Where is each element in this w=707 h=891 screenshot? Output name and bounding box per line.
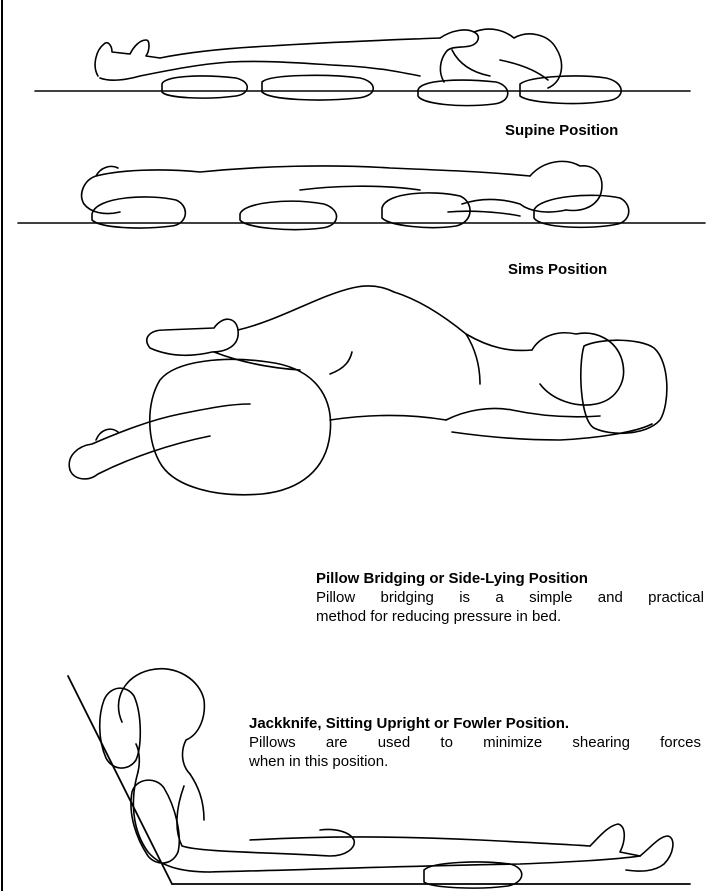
bridging-description-line-1: Pillow bridging is a simple and practica… (316, 588, 704, 607)
bridging-title: Pillow Bridging or Side-Lying Position (316, 569, 704, 588)
bridging-description-line-2: method for reducing pressure in bed. (316, 607, 704, 626)
supine-pillow-head (520, 76, 621, 103)
fowler-pillow-head (100, 688, 141, 768)
supine-caption: Supine Position (505, 121, 618, 140)
sims-illustration (18, 161, 705, 229)
fowler-title: Jackknife, Sitting Upright or Fowler Pos… (249, 714, 701, 733)
sims-pillow-legs (240, 201, 337, 229)
bridging-pillow-knees (150, 359, 331, 494)
supine-pillow-thigh (262, 75, 373, 100)
fowler-illustration (68, 669, 690, 888)
supine-pillow-calf (162, 76, 247, 98)
fowler-description-line-1: Pillows are used to minimize shearing fo… (249, 733, 701, 752)
sims-caption: Sims Position (508, 260, 607, 279)
fowler-backrest-line (68, 676, 172, 884)
bridging-pillow-head (581, 340, 667, 433)
bridging-illustration (69, 286, 667, 495)
supine-title: Supine Position (505, 121, 618, 140)
bridging-caption: Pillow Bridging or Side-Lying Position P… (316, 569, 704, 626)
fowler-description-line-2: when in this position. (249, 752, 701, 771)
supine-pillow-hip (418, 80, 508, 106)
supine-illustration (35, 29, 690, 105)
sims-title: Sims Position (508, 260, 607, 279)
fowler-caption: Jackknife, Sitting Upright or Fowler Pos… (249, 714, 701, 771)
